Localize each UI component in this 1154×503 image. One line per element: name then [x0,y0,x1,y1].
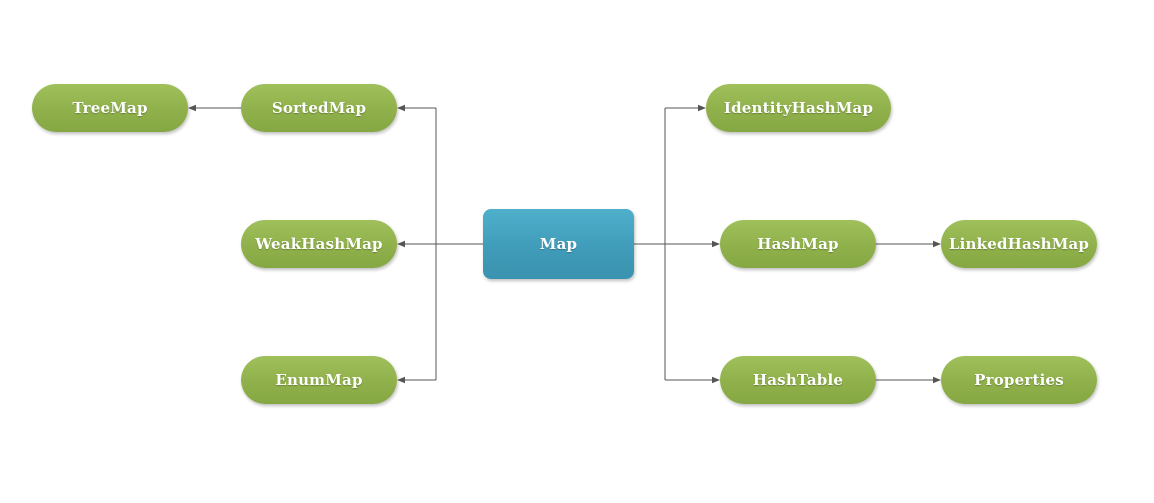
node-weakhashmap[interactable]: WeakHashMap [241,220,397,268]
node-enummap-label: EnumMap [275,371,363,389]
node-properties[interactable]: Properties [941,356,1097,404]
node-treemap-label: TreeMap [72,99,148,117]
node-hashmap[interactable]: HashMap [720,220,876,268]
node-hashtable[interactable]: HashTable [720,356,876,404]
node-weakhashmap-label: WeakHashMap [255,235,383,253]
node-map-label: Map [539,235,578,253]
node-linkedhashmap-label: LinkedHashMap [948,235,1090,253]
node-sortedmap-label: SortedMap [271,99,367,117]
node-identityhashmap-label: IdentityHashMap [723,99,874,117]
node-hashmap-label: HashMap [757,235,839,253]
node-map[interactable]: Map [483,209,634,279]
node-properties-label: Properties [974,371,1064,389]
node-linkedhashmap[interactable]: LinkedHashMap [941,220,1097,268]
node-enummap[interactable]: EnumMap [241,356,397,404]
node-identityhashmap[interactable]: IdentityHashMap [706,84,891,132]
node-sortedmap[interactable]: SortedMap [241,84,397,132]
node-treemap[interactable]: TreeMap [32,84,188,132]
node-hashtable-label: HashTable [752,371,844,389]
